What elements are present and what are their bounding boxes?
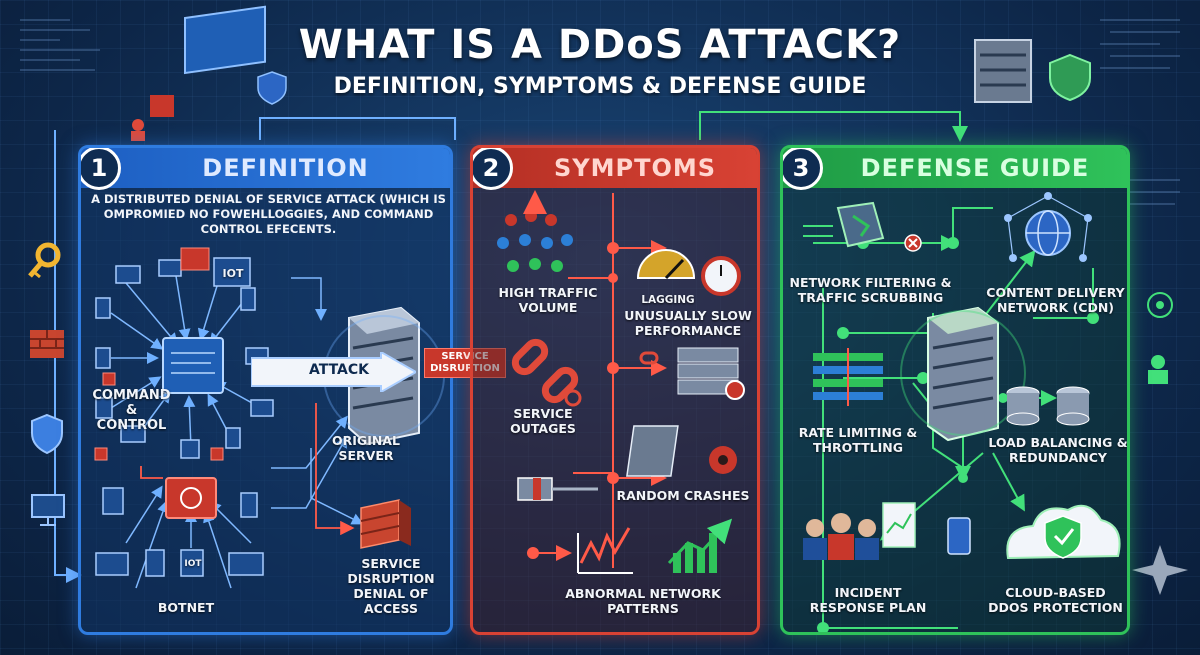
defense-number: 3 (783, 148, 823, 190)
cdn-label: CONTENT DELIVERY NETWORK (CDN) (986, 285, 1125, 315)
cdn-globe-icon (1004, 192, 1092, 262)
gears-icon (626, 425, 737, 477)
original-server-label: ORIGINAL SERVER (332, 433, 400, 463)
plug-icon (517, 477, 598, 501)
rate-limiting-label: RATE LIMITING & THROTTLING (798, 425, 918, 455)
filter-icon (803, 201, 922, 252)
lagging-label: LAGGING (641, 294, 695, 306)
firewall-icon (30, 330, 64, 358)
gauge-icon (636, 249, 741, 296)
symptoms-header: 2 SYMPTOMS (473, 148, 757, 190)
definition-text: A DISTRIBUTED DENIAL OF SERVICE ATTACK (… (91, 192, 446, 236)
brick-wall-icon (360, 499, 411, 549)
symptoms-number: 2 (473, 148, 513, 190)
attack-label: ATTACK (308, 362, 370, 378)
command-control-label: COMMAND & CONTROL (92, 388, 171, 433)
attack-arrow (251, 352, 416, 392)
key-icon (28, 242, 61, 279)
symptoms-title: SYMPTOMS (553, 154, 717, 182)
botnet-diagram (94, 247, 445, 589)
symptoms-panel: 2 SYMPTOMS (470, 145, 760, 635)
iot-badge-label-botnet: IoT (184, 559, 202, 569)
outage-server-icon (639, 347, 745, 400)
network-filtering-label: NETWORK FILTERING & TRAFFIC SCRUBBING (789, 275, 952, 305)
definition-title: DEFINITION (202, 154, 369, 182)
defense-panel: 3 DEFENSE GUIDE (780, 145, 1130, 635)
high-traffic-label: HIGH TRAFFIC VOLUME (498, 285, 598, 315)
load-balancing-label: LOAD BALANCING & REDUNDANCY (988, 435, 1128, 465)
definition-panel: 1 DEFINITION A DISTRIBUTED DENIAL OF SER… (78, 145, 453, 635)
protected-server-icon (900, 306, 1026, 442)
abnormal-chart-icon (577, 518, 733, 574)
monitor-icon (31, 494, 65, 526)
service-outages-label: SERVICE OUTAGES (510, 406, 576, 436)
service-disruption-label: SERVICE DISRUPTION DENIAL OF ACCESS (347, 556, 435, 616)
people-icon (497, 190, 573, 272)
random-crashes-label: RANDOM CRASHES (616, 488, 750, 503)
right-side-icons (1132, 292, 1188, 595)
defense-diagram (803, 192, 1121, 632)
hacker-computer-icon (131, 5, 287, 141)
incident-response-label: INCIDENT RESPONSE PLAN (809, 585, 927, 615)
cloud-shield-icon (1006, 504, 1121, 560)
code-decoration (20, 19, 1180, 205)
symptoms-diagram (497, 190, 745, 574)
iot-badge-label: IoT (222, 267, 244, 280)
top-server-icon (974, 39, 1091, 103)
defense-header: 3 DEFENSE GUIDE (783, 148, 1127, 190)
defense-title: DEFENSE GUIDE (860, 154, 1090, 182)
database-icon (1006, 386, 1090, 426)
slow-performance-label: UNUSUALLY SLOW PERFORMANCE (624, 308, 752, 338)
cloud-protection-label: CLOUD-BASED DDOS PROTECTION (988, 585, 1123, 615)
definition-header: 1 DEFINITION (81, 148, 450, 190)
broken-chain-icon (511, 338, 582, 407)
abnormal-patterns-label: ABNORMAL NETWORK PATTERNS (565, 586, 721, 616)
team-icon (803, 502, 971, 560)
page-subtitle: DEFINITION, SYMPTOMS & DEFENSE GUIDE (333, 74, 867, 99)
page-title: WHAT IS A DDoS ATTACK? (298, 22, 902, 68)
definition-number: 1 (81, 148, 121, 190)
botnet-label: BOTNET (157, 600, 215, 615)
service-disruption-chip: SERVICE DISRUPTION (424, 348, 506, 378)
shield-icon (31, 413, 63, 455)
rate-limit-icon (813, 348, 883, 406)
